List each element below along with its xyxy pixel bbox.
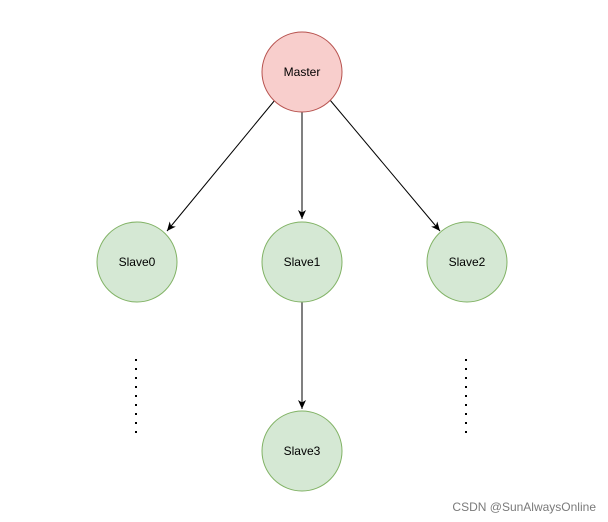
slave3-circle (261, 410, 343, 492)
slave3-label: Slave3 (284, 444, 321, 458)
slave0-label: Slave0 (119, 255, 156, 269)
master-label: Master (284, 65, 321, 79)
slave2-circle (426, 221, 508, 303)
node-slave1: Slave1 (261, 221, 343, 303)
slave1-circle (261, 221, 343, 303)
node-slave2: Slave2 (426, 221, 508, 303)
slave2-label: Slave2 (449, 255, 486, 269)
node-master: Master (261, 31, 343, 113)
master-circle (261, 31, 343, 113)
edges (166, 99, 441, 409)
edge-master-slave2 (329, 99, 441, 232)
node-slave3: Slave3 (261, 410, 343, 492)
node-slave0: Slave0 (96, 221, 178, 303)
watermark-text: CSDN @SunAlwaysOnline (452, 500, 596, 514)
slave1-label: Slave1 (284, 255, 321, 269)
edge-master-slave0 (166, 99, 276, 232)
slave0-circle (96, 221, 178, 303)
